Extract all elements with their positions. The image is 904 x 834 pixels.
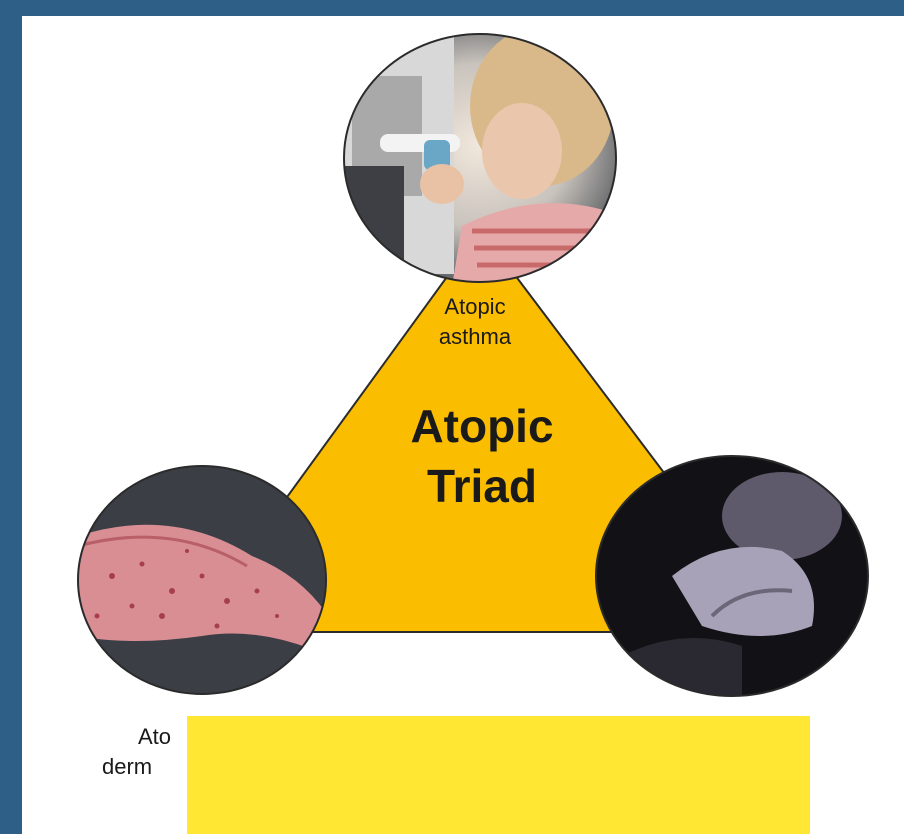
yellow-cover-box	[187, 716, 810, 834]
asthma-label-line2: asthma	[400, 322, 550, 352]
asthma-label: Atopic asthma	[400, 292, 550, 352]
triad-title: Atopic Triad	[352, 396, 612, 516]
child-using-inhaler-photo	[344, 26, 622, 286]
slide-frame: Atopic asthma Atopic Triad Ato derm	[22, 16, 904, 834]
triad-title-line2: Triad	[352, 456, 612, 516]
rash-on-skin-photo	[78, 466, 328, 696]
triad-title-line1: Atopic	[352, 396, 612, 456]
person-sneezing-photo	[596, 456, 868, 696]
asthma-label-line1: Atopic	[400, 292, 550, 322]
